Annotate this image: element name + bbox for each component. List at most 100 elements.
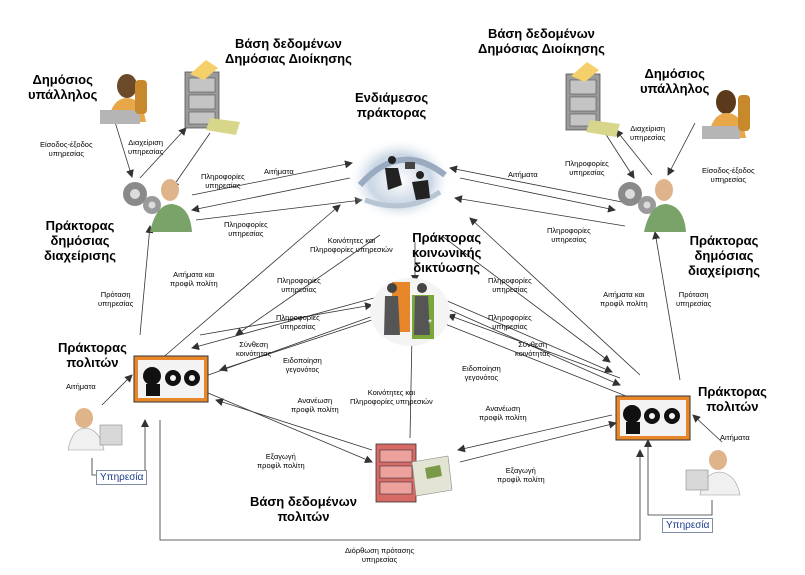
label-line: προφίλ πολίτη xyxy=(497,475,545,484)
label-line: Πληροφορίες xyxy=(224,220,268,229)
label-line: διαχείρισης xyxy=(688,263,761,278)
label-line: υπηρεσίας xyxy=(492,285,528,294)
label-line: κοινότητας xyxy=(236,349,272,358)
edge-label: Αιτήματα xyxy=(720,433,750,442)
label-line: πολιτών xyxy=(277,509,330,524)
label-line: Αιτήματα xyxy=(508,170,538,179)
label-line: δικτύωσης xyxy=(413,260,481,275)
label-line: υπηρεσίας xyxy=(280,322,316,331)
label-line: Αιτήματα xyxy=(720,433,750,442)
label-line: κοινωνικής xyxy=(412,245,482,260)
label-line: Πληροφορίες υπηρεσιών xyxy=(310,245,393,254)
citizen-right-figure xyxy=(685,450,741,496)
label-line: υπηρεσίας xyxy=(228,229,264,238)
label-line: Διόρθωση πρότασης xyxy=(345,546,415,555)
label-line: υπηρεσίας xyxy=(361,555,398,564)
label-line: υπηρεσίας xyxy=(205,181,241,190)
citizen-db-cabinet xyxy=(375,443,453,503)
label-line: προφίλ πολίτη xyxy=(291,405,339,414)
label-line: Ανανέωση xyxy=(485,404,521,413)
label-line: Δημόσιας Διοίκησης xyxy=(478,41,605,56)
citizen-agent-right-figure xyxy=(615,395,691,441)
public-db-left-cabinet xyxy=(184,60,240,135)
label-line: δημόσιας xyxy=(50,233,110,248)
label-line: υπηρεσίας xyxy=(48,149,84,158)
label-line: υπηρεσίας xyxy=(676,299,712,308)
label-line: γεγονότος xyxy=(464,373,499,382)
label-line: Πράκτορας xyxy=(45,218,115,233)
label-line: Εξαγωγή xyxy=(265,452,296,461)
label-line: υπηρεσίας xyxy=(630,133,666,142)
label-line: πολιτών xyxy=(66,355,119,370)
label-line: Διαχείριση xyxy=(128,138,163,147)
label-line: Πληροφορίες xyxy=(565,159,609,168)
label-line: Πληροφορίες xyxy=(547,226,591,235)
civil-servant-left-figure xyxy=(100,74,147,124)
label-line: Ενδιάμεσος xyxy=(355,90,429,105)
admin-agent-right-figure xyxy=(618,179,686,232)
service-right-label: Υπηρεσία xyxy=(662,518,714,533)
label-line: Πληροφορίες xyxy=(488,313,532,322)
label-line: Είσοδος-έξοδος xyxy=(702,166,755,175)
citizen-agent-left-figure xyxy=(133,355,209,403)
label-line: Δημόσιος xyxy=(32,72,93,87)
label-line: Ειδοποίηση xyxy=(283,356,322,365)
service-left-label: Υπηρεσία xyxy=(96,470,148,485)
label-line: υπηρεσίας xyxy=(128,147,164,156)
svg-text:*: * xyxy=(428,318,432,329)
label-line: δημόσιας xyxy=(694,248,754,263)
label-line: γεγονότος xyxy=(285,365,320,374)
label-line: υπάλληλος xyxy=(28,87,98,102)
label-line: Εξαγωγή xyxy=(505,466,536,475)
label-line: προφίλ πολίτη xyxy=(479,413,527,422)
label-line: Βάση δεδομένων xyxy=(250,494,357,509)
label-line: Πρόταση xyxy=(100,290,131,299)
citizen-left-figure xyxy=(67,408,123,451)
label-line: υπηρεσίας xyxy=(492,322,528,331)
arrows xyxy=(101,121,723,463)
label-line: Πληροφορίες xyxy=(277,276,321,285)
label-line: Σύνθεση xyxy=(239,340,269,349)
label-line: Κοινότητες και xyxy=(367,388,416,397)
label-line: προφίλ πολίτη xyxy=(257,461,305,470)
edge-label: Αιτήματα xyxy=(508,170,538,179)
label-line: υπάλληλος xyxy=(640,81,710,96)
label-line: υπηρεσίας xyxy=(569,168,605,177)
label-line: Βάση δεδομένων xyxy=(234,36,342,51)
label-line: Δημόσιος xyxy=(644,66,705,81)
label-line: προφίλ πολίτη xyxy=(600,299,648,308)
intermediary-figure xyxy=(348,138,452,222)
label-line: Αιτήματα xyxy=(66,382,96,391)
label-line: υπηρεσίας xyxy=(551,235,587,244)
label-line: Διαχείριση xyxy=(630,124,665,133)
label-line: Δημόσιας Διοίκησης xyxy=(225,51,352,66)
